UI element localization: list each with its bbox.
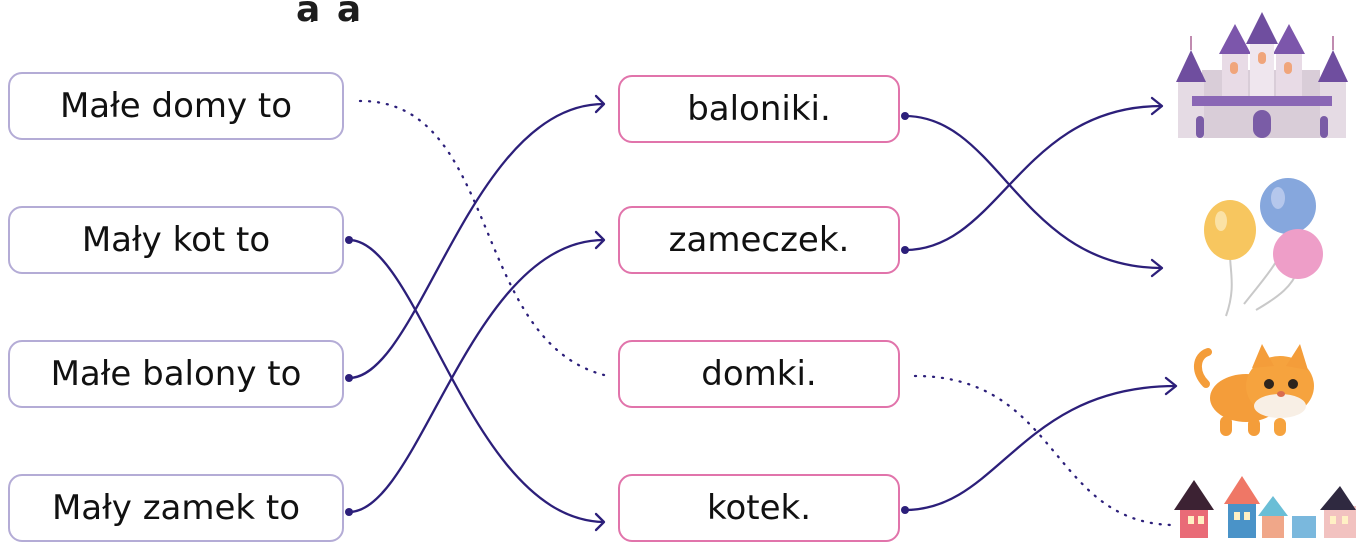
word-baloniki[interactable]: baloniki.	[618, 75, 900, 143]
left-phrase-maly-zamek[interactable]: Mały zamek to	[8, 474, 344, 542]
word-label: kotek.	[706, 488, 812, 528]
word-label: domki.	[701, 354, 817, 394]
line-zameczek-to-castle	[904, 104, 1163, 252]
left-phrase-maly-kot[interactable]: Mały kot to	[8, 206, 344, 274]
kitten-icon	[1194, 344, 1314, 436]
line-domki-to-houses	[913, 374, 1174, 527]
word-label: zameczek.	[668, 220, 850, 260]
word-domki[interactable]: domki.	[618, 340, 900, 408]
left-phrase-male-domy[interactable]: Małe domy to	[8, 72, 344, 140]
line-maly-zamek-to-zameczek	[348, 238, 605, 514]
line-maly-kot-to-kotek	[348, 238, 605, 524]
line-male-domy-to-domki	[358, 99, 606, 377]
word-kotek[interactable]: kotek.	[618, 474, 900, 542]
left-phrase-label: Mały zamek to	[51, 488, 301, 528]
line-kotek-to-kitten	[904, 384, 1177, 512]
word-zameczek[interactable]: zameczek.	[618, 206, 900, 274]
heading-fragment: ą ą	[296, 0, 364, 22]
houses-icon	[1174, 476, 1356, 538]
left-phrase-label: Małe balony to	[50, 354, 302, 394]
left-phrase-label: Mały kot to	[81, 220, 271, 260]
left-phrase-label: Małe domy to	[59, 86, 293, 126]
left-phrase-male-balony[interactable]: Małe balony to	[8, 340, 344, 408]
line-male-balony-to-baloniki	[348, 102, 605, 380]
word-label: baloniki.	[687, 89, 831, 129]
castle-icon	[1176, 12, 1348, 138]
balloons-icon	[1204, 178, 1323, 317]
line-baloniki-to-balloons	[904, 114, 1163, 270]
